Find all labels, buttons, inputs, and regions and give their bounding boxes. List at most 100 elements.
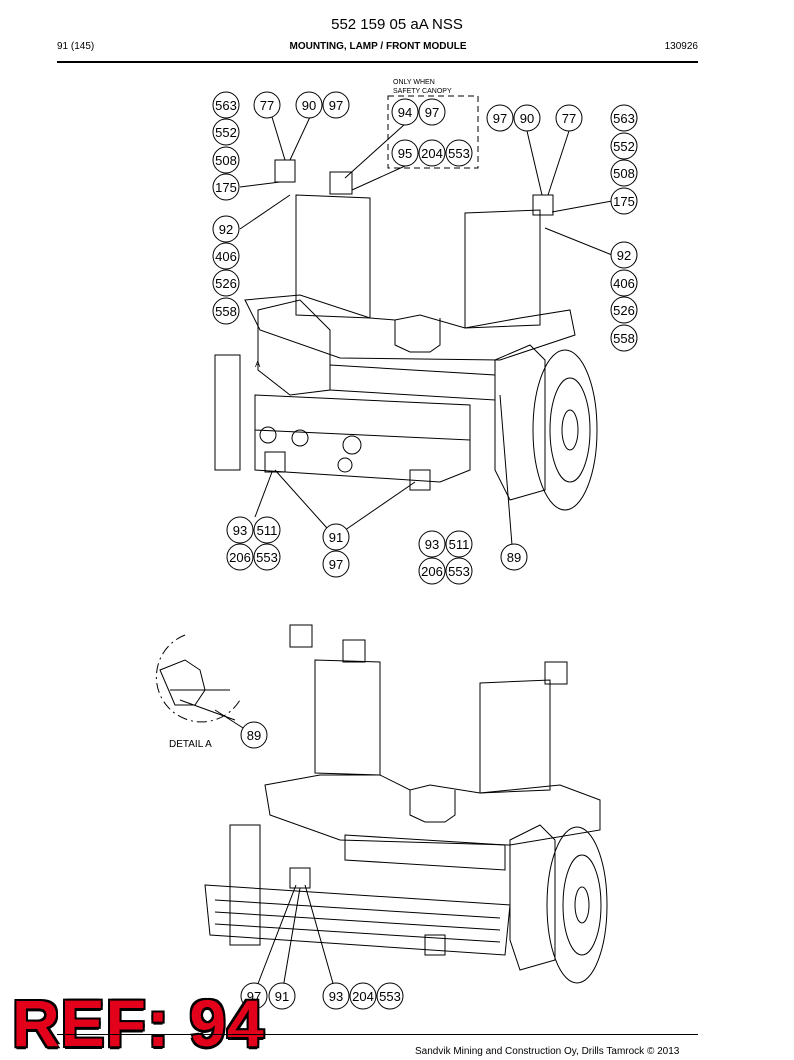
callout-top-13: 95 bbox=[391, 139, 419, 167]
callout-circle bbox=[418, 530, 446, 558]
callout-circle bbox=[610, 324, 638, 352]
callout-circle bbox=[322, 523, 350, 551]
callout-label: 406 bbox=[613, 276, 635, 291]
callout-label: 93 bbox=[233, 523, 247, 538]
callout-label: 175 bbox=[215, 180, 237, 195]
callout-label: 508 bbox=[613, 166, 635, 181]
left-support-b bbox=[229, 824, 261, 946]
callout-circle bbox=[212, 91, 240, 119]
left-frame bbox=[257, 299, 331, 396]
callout-label: 553 bbox=[448, 146, 470, 161]
right-lamp-plate bbox=[464, 209, 541, 329]
callout-circle bbox=[610, 159, 638, 187]
callout-top-27: 93 bbox=[226, 516, 254, 544]
callout-label: 508 bbox=[215, 153, 237, 168]
callout-bottom-4: 204 bbox=[349, 982, 377, 1010]
callout-top-29: 206 bbox=[226, 543, 254, 571]
callout-top-20: 552 bbox=[610, 132, 638, 160]
callout-label: 97 bbox=[329, 557, 343, 572]
callout-label: 511 bbox=[257, 523, 278, 538]
callout-top-6: 175 bbox=[212, 173, 240, 201]
callout-top-16: 97 bbox=[486, 104, 514, 132]
canopy-box bbox=[387, 95, 479, 169]
callout-label: 93 bbox=[425, 537, 439, 552]
page-number: 91 (145) bbox=[57, 41, 95, 52]
callout-top-34: 511 bbox=[445, 530, 473, 558]
callout-top-0: 563 bbox=[212, 91, 240, 119]
left-lamp-plate bbox=[295, 194, 371, 319]
callout-label: 92 bbox=[617, 248, 631, 263]
lamp-front-right bbox=[409, 469, 431, 491]
callout-top-18: 77 bbox=[555, 104, 583, 132]
document-number: 552 159 05 aA NSS bbox=[331, 16, 463, 33]
callout-bottom-2: 91 bbox=[268, 982, 296, 1010]
chassis-top-b bbox=[264, 774, 601, 846]
lamp-front-left bbox=[264, 451, 286, 473]
callout-circle bbox=[212, 297, 240, 325]
callout-label: 175 bbox=[613, 194, 635, 209]
right-frame-b bbox=[509, 824, 556, 971]
callout-top-24: 406 bbox=[610, 269, 638, 297]
callout-label: 95 bbox=[398, 146, 412, 161]
callout-circle bbox=[268, 982, 296, 1010]
callout-circle bbox=[212, 118, 240, 146]
callout-top-23: 92 bbox=[610, 241, 638, 269]
callout-circle bbox=[226, 516, 254, 544]
callout-circle bbox=[418, 139, 446, 167]
lamp-top-left bbox=[274, 159, 296, 183]
callout-label: 97 bbox=[247, 989, 261, 1004]
leaf-spring bbox=[204, 884, 511, 956]
detail-marker: A bbox=[255, 360, 261, 369]
callout-label: 91 bbox=[329, 530, 343, 545]
callout-label: 92 bbox=[219, 222, 233, 237]
canopy-note-line1: ONLY WHEN bbox=[393, 79, 435, 86]
callout-circle bbox=[610, 187, 638, 215]
callout-top-33: 93 bbox=[418, 530, 446, 558]
callout-top-32: 97 bbox=[322, 550, 350, 578]
callout-circle bbox=[226, 543, 254, 571]
callout-top-14: 204 bbox=[418, 139, 446, 167]
left-lamp-plate-b bbox=[314, 659, 381, 776]
callout-bottom-3: 93 bbox=[322, 982, 350, 1010]
callout-circle bbox=[445, 530, 473, 558]
bolt-bar-b bbox=[344, 834, 506, 871]
callout-circle bbox=[610, 269, 638, 297]
callout-circle bbox=[610, 104, 638, 132]
callout-label: 558 bbox=[613, 331, 635, 346]
canopy-note-line2: SAFETY CANOPY bbox=[393, 88, 452, 95]
bottom-machine-drawing bbox=[155, 624, 608, 995]
callout-top-12: 97 bbox=[418, 98, 446, 126]
callout-circle bbox=[445, 139, 473, 167]
callout-circle bbox=[212, 173, 240, 201]
callout-circle bbox=[500, 543, 528, 571]
callout-label: 89 bbox=[507, 550, 521, 565]
lamp-canopy bbox=[329, 171, 353, 195]
callout-circle bbox=[322, 91, 350, 119]
callout-label: 553 bbox=[379, 989, 401, 1004]
left-support bbox=[214, 354, 241, 471]
callout-label: 206 bbox=[421, 564, 443, 579]
callout-label: 204 bbox=[352, 989, 374, 1004]
callout-bottom-0: 89 bbox=[240, 721, 268, 749]
callout-top-21: 508 bbox=[610, 159, 638, 187]
callout-circle bbox=[555, 104, 583, 132]
callout-top-26: 558 bbox=[610, 324, 638, 352]
detail-caption: DETAIL A bbox=[169, 739, 212, 750]
callout-label: 563 bbox=[215, 98, 237, 113]
callout-circle bbox=[212, 242, 240, 270]
callout-label: 204 bbox=[421, 146, 443, 161]
lamp-b3 bbox=[544, 661, 568, 685]
lamp-b1 bbox=[289, 624, 313, 648]
callout-circle bbox=[322, 982, 350, 1010]
callout-circle bbox=[322, 550, 350, 578]
callout-top-35: 206 bbox=[418, 557, 446, 585]
callout-circle bbox=[295, 91, 323, 119]
wheel-outer bbox=[532, 349, 598, 511]
callout-top-22: 175 bbox=[610, 187, 638, 215]
detail-circle bbox=[155, 634, 241, 723]
canopy-note: ONLY WHEN SAFETY CANOPY bbox=[393, 79, 452, 95]
callout-top-1: 77 bbox=[253, 91, 281, 119]
callout-circle bbox=[212, 146, 240, 174]
